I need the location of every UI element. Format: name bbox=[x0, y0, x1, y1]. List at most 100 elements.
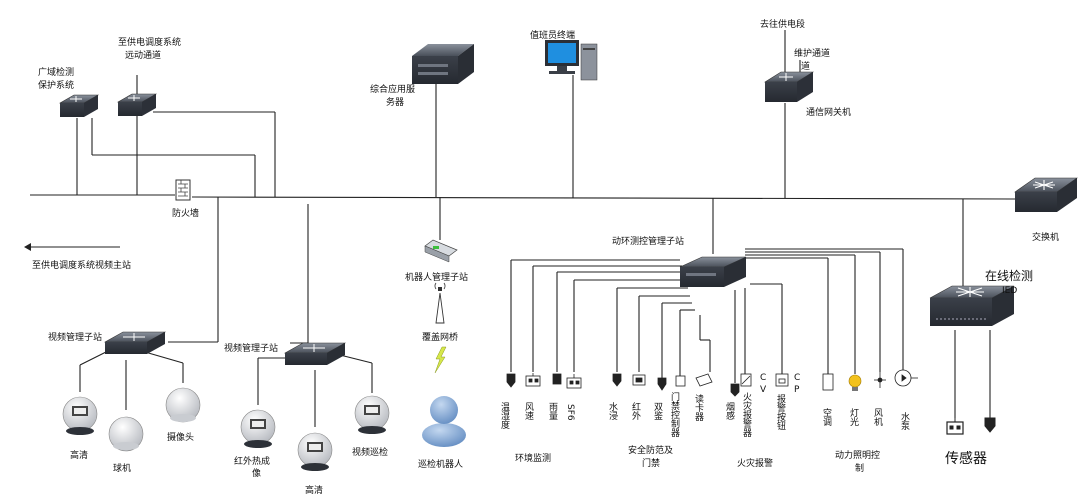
dome-camera-icon-ir bbox=[240, 409, 276, 448]
label-infrared: 红外 bbox=[630, 401, 641, 421]
label-sensor: 传感器 bbox=[945, 450, 987, 467]
sensor-icon-fire-panel bbox=[740, 373, 752, 387]
label-env-sub: 动环测控管理子站 bbox=[612, 235, 684, 247]
firewall-icon bbox=[175, 179, 191, 201]
label-hd2: 高清 bbox=[305, 484, 323, 496]
label-smoke: 烟感 bbox=[724, 401, 735, 420]
label-security-line1: 安全防范及 bbox=[628, 444, 673, 456]
arrow-left-icon bbox=[24, 243, 31, 251]
label-cv-c: C bbox=[760, 373, 766, 383]
label-patrol-robot: 巡检机器人 bbox=[418, 458, 463, 470]
labels: 至供电调度系统 远动通道 广域检测 保护系统 防火墙 综合应用服 务器 值班员终… bbox=[32, 18, 1059, 496]
sensor-icon-wind bbox=[525, 373, 541, 387]
label-video-sub1: 视频管理子站 bbox=[48, 331, 102, 343]
label-cp-p: P bbox=[794, 385, 800, 395]
dome-camera-icon-hd1 bbox=[62, 396, 98, 435]
label-video-sub2: 视频管理子站 bbox=[224, 342, 278, 354]
sensor-icon-door bbox=[675, 375, 686, 387]
label-env-monitoring: 环境监测 bbox=[515, 452, 551, 464]
label-fan: 风机 bbox=[872, 408, 883, 427]
label-wide-area-line1: 广域检测 bbox=[38, 66, 74, 78]
label-comm-gateway: 通信网关机 bbox=[806, 106, 851, 118]
label-video-patrol: 视频巡检 bbox=[352, 446, 388, 458]
router-icon-wide-area bbox=[58, 94, 100, 117]
sensor-icon-sf6 bbox=[566, 374, 582, 389]
label-cp-c: C bbox=[794, 373, 800, 383]
label-door-controller: 门禁控制器 bbox=[669, 391, 680, 437]
label-wide-area-line2: 保护系统 bbox=[38, 79, 74, 91]
label-robot-sub: 机器人管理子站 bbox=[405, 271, 468, 283]
label-fire-panel: 火灾报警器 bbox=[741, 392, 752, 437]
dome-camera-icon-ball bbox=[108, 416, 144, 452]
label-maint-line1: 维护通道 bbox=[794, 47, 830, 59]
sensor-icon-card bbox=[695, 373, 713, 387]
sensor-icon-fan bbox=[874, 372, 886, 388]
dome-camera-icon-camera bbox=[165, 387, 201, 423]
label-app-server-line2: 务器 bbox=[386, 96, 404, 108]
label-water: 水浸 bbox=[607, 401, 618, 421]
sensor-icon-rain bbox=[552, 373, 562, 385]
router-icon-remote bbox=[116, 93, 158, 116]
lightning-icon bbox=[434, 346, 447, 374]
label-fire-alarm: 火灾报警 bbox=[737, 457, 773, 469]
label-dual: 双鉴 bbox=[652, 402, 663, 420]
label-security-line2: 门禁 bbox=[642, 457, 660, 469]
sensor-icon-ir bbox=[632, 374, 646, 386]
router-icon-gateway bbox=[763, 71, 815, 102]
label-maint-line2: 道 bbox=[801, 60, 810, 72]
sensor-icons-row bbox=[506, 369, 918, 397]
label-hd1: 高清 bbox=[70, 449, 88, 461]
label-dome: 球机 bbox=[113, 462, 131, 474]
label-app-server-line1: 综合应用服 bbox=[370, 83, 415, 95]
switch-icon-online-ied bbox=[929, 285, 1015, 326]
robot-sub-device-icon bbox=[424, 239, 458, 263]
dome-camera-icon-hd2 bbox=[297, 432, 333, 471]
label-to-dispatch-line1: 至供电调度系统 bbox=[118, 36, 181, 48]
sensor-icon-temp bbox=[506, 373, 516, 388]
label-power-line1: 动力照明控 bbox=[835, 449, 880, 461]
label-camera: 摄像头 bbox=[167, 431, 194, 443]
label-rainfall: 雨量 bbox=[547, 402, 558, 420]
label-cv-v: V bbox=[760, 385, 767, 395]
sensor-icon-pump bbox=[894, 369, 918, 387]
robot-icon bbox=[422, 396, 466, 447]
sensor-icon-fire-button bbox=[775, 373, 789, 387]
label-wireless-bridge: 覆盖网桥 bbox=[422, 331, 458, 343]
label-pump: 水泵 bbox=[899, 411, 910, 430]
label-duty-terminal: 值班员终端 bbox=[530, 29, 575, 41]
dome-camera-icon-video-patrol bbox=[354, 395, 390, 434]
label-wind-speed: 风速 bbox=[523, 402, 534, 421]
computer-icon bbox=[545, 40, 598, 81]
server-icon bbox=[412, 44, 474, 84]
sensor-icon-aircon bbox=[822, 373, 834, 391]
label-lighting: 灯光 bbox=[848, 408, 859, 427]
label-aircon: 空调 bbox=[821, 407, 832, 427]
label-temp-humidity: 温湿度 bbox=[499, 402, 510, 430]
label-to-power-section: 去往供电段 bbox=[760, 18, 805, 30]
switch-icon-env-sub bbox=[679, 256, 747, 287]
sensor-icon-online2 bbox=[984, 417, 996, 433]
label-online-line2: IED bbox=[1002, 286, 1017, 296]
sensor-icon-water bbox=[612, 373, 622, 387]
label-to-dispatch-video: 至供电调度系统视频主站 bbox=[32, 259, 131, 271]
label-power-line2: 制 bbox=[855, 462, 864, 474]
label-online-line1: 在线检测 bbox=[985, 268, 1033, 283]
sensor-icon-smoke bbox=[730, 383, 740, 397]
label-main-switch: 交换机 bbox=[1032, 231, 1059, 243]
connection-lines bbox=[26, 30, 1016, 427]
switch-icon-video-sub2 bbox=[283, 342, 347, 365]
label-to-dispatch-line2: 远动通道 bbox=[125, 49, 161, 61]
bulb-icon bbox=[848, 374, 862, 391]
sensor-icon-dual bbox=[657, 377, 667, 391]
antenna-icon bbox=[434, 282, 446, 324]
label-card-reader: 读卡器 bbox=[693, 393, 704, 421]
label-fire-button: 报警按钮 bbox=[775, 393, 786, 430]
label-firewall: 防火墙 bbox=[172, 207, 199, 219]
switch-icon-main bbox=[1014, 177, 1078, 212]
switch-icon-video-sub1 bbox=[103, 331, 167, 354]
sensor-icon-online1 bbox=[946, 418, 964, 435]
label-ir-line1: 红外热成 bbox=[234, 455, 270, 467]
label-sf6: SF6 bbox=[565, 404, 575, 421]
